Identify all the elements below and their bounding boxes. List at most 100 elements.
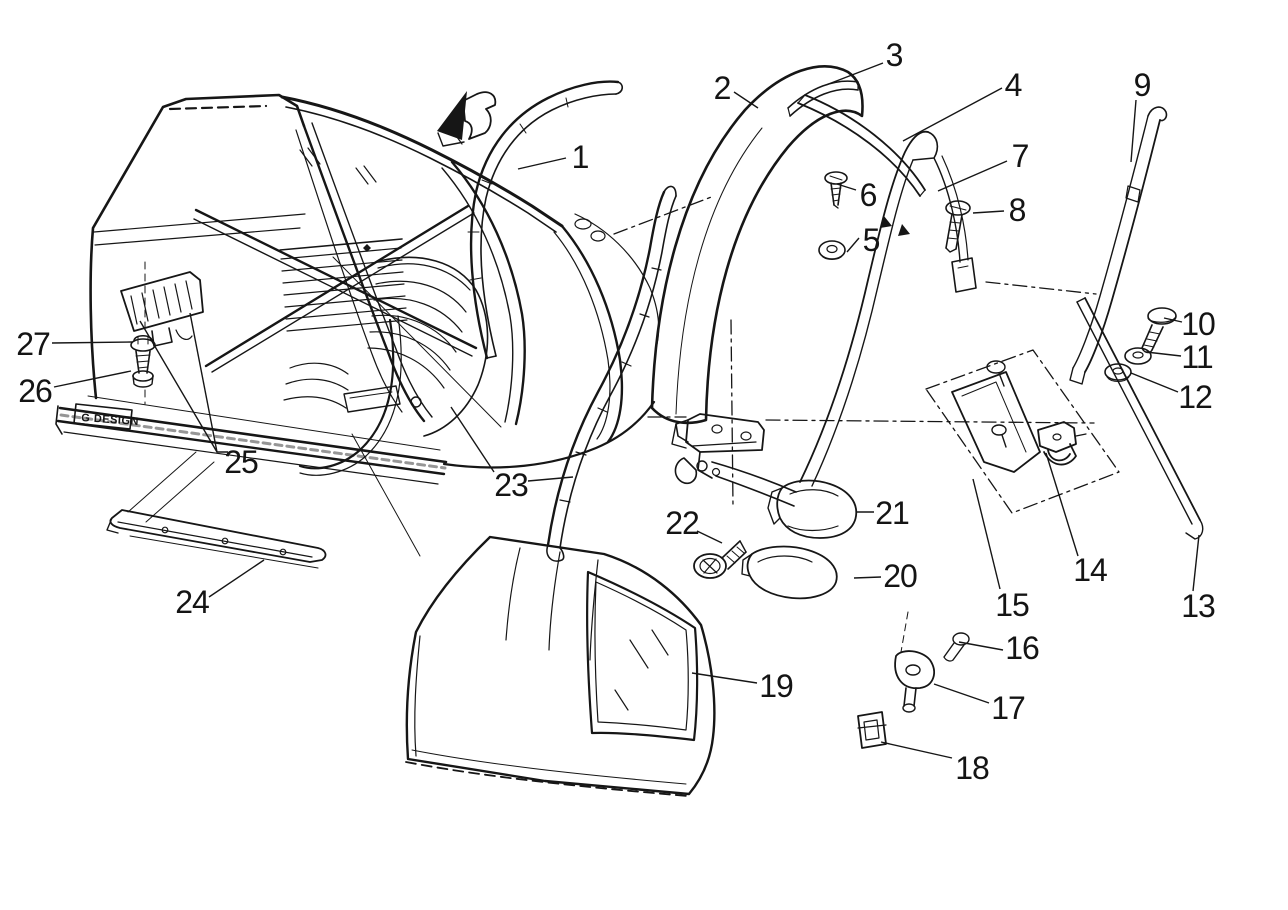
windshield-seal-part1 xyxy=(467,80,624,360)
line-art-segment xyxy=(94,227,301,246)
line-art-segment xyxy=(818,240,846,260)
line-art-segment xyxy=(789,88,859,117)
line-art-segment xyxy=(945,213,963,250)
line-art-segment xyxy=(55,405,63,435)
line-art-segment xyxy=(285,307,407,320)
line-art-segment xyxy=(117,521,313,558)
bolt-part10 xyxy=(1141,307,1177,354)
line-art-segment xyxy=(450,160,526,426)
line-art-segment xyxy=(765,419,1095,424)
line-art-segment xyxy=(414,635,421,757)
line-art-segment xyxy=(437,91,467,140)
screw-part22 xyxy=(693,540,747,579)
leader-line-22 xyxy=(696,530,723,544)
construction-lines xyxy=(127,195,1097,557)
line-art-segment xyxy=(594,581,689,731)
line-art-segment xyxy=(671,423,687,449)
callout-14: 14 xyxy=(1073,552,1107,588)
line-art-segment xyxy=(945,247,957,253)
line-art-segment xyxy=(299,315,402,476)
leader-line-5 xyxy=(846,237,860,253)
line-art-segment xyxy=(951,257,977,293)
grip-part21 xyxy=(767,479,858,539)
striker-part17 xyxy=(894,611,935,713)
grommet-part5 xyxy=(818,240,846,260)
line-art-segment xyxy=(299,149,313,167)
quarter-trim-part13 xyxy=(1076,297,1204,540)
line-art-segment xyxy=(546,190,666,547)
line-art-segment xyxy=(1132,351,1144,359)
line-art-segment xyxy=(548,551,561,651)
line-art-segment xyxy=(560,224,624,444)
washer-part11 xyxy=(1124,347,1152,365)
brand-plate-text: G DESIGN xyxy=(81,412,139,428)
line-art-segment xyxy=(307,147,321,165)
line-art-segment xyxy=(480,93,617,357)
line-art-segment xyxy=(933,157,961,263)
line-art-segment xyxy=(559,267,662,503)
line-art-segment xyxy=(168,104,268,111)
leader-line-10 xyxy=(1163,317,1183,323)
line-art-segment xyxy=(952,632,970,646)
line-art-segment xyxy=(730,319,734,507)
line-art-segment xyxy=(106,517,119,534)
line-art-segment xyxy=(135,354,151,369)
line-art-segment xyxy=(279,548,287,556)
line-art-segment xyxy=(1075,433,1087,437)
striker-plate-part25-target xyxy=(120,261,204,405)
line-art-segment xyxy=(469,80,620,360)
line-art-segment xyxy=(59,413,447,470)
callout-layer: 1234567891011121314151617181920212223242… xyxy=(16,37,1216,786)
leader-line-18 xyxy=(880,741,953,759)
leader-line-11 xyxy=(1145,351,1182,357)
line-art-segment xyxy=(663,185,677,197)
line-art-segment xyxy=(820,254,844,260)
line-art-segment xyxy=(711,424,723,434)
line-art-segment xyxy=(894,650,935,689)
line-art-segment xyxy=(174,283,182,313)
line-art-segment xyxy=(1037,421,1077,453)
callout-5: 5 xyxy=(863,222,880,258)
line-art-segment xyxy=(137,336,149,345)
line-art-segment xyxy=(696,460,708,472)
line-art-segment xyxy=(295,129,403,413)
line-art-segment xyxy=(553,231,611,440)
line-art-segment xyxy=(282,271,404,284)
line-art-segment xyxy=(586,570,699,742)
line-art-segment xyxy=(824,171,848,185)
line-art-segment xyxy=(120,271,204,332)
line-art-segment xyxy=(411,749,687,785)
callout-1: 1 xyxy=(572,139,589,175)
line-art-segment xyxy=(161,526,169,534)
line-art-segment xyxy=(721,540,747,570)
line-art-segment xyxy=(1141,324,1164,351)
line-art-segment xyxy=(130,295,138,325)
line-art-segment xyxy=(486,355,497,359)
trim-strip-part3 xyxy=(787,80,859,117)
line-art-segment xyxy=(371,314,457,353)
line-art-segment xyxy=(711,461,797,493)
screw-part8 xyxy=(945,200,971,253)
line-art-segment xyxy=(375,280,467,313)
line-art-segment xyxy=(986,360,1006,374)
line-art-segment xyxy=(437,132,465,147)
line-art-segment xyxy=(1047,449,1071,462)
line-art-segment xyxy=(141,292,149,322)
line-art-segment xyxy=(857,724,887,729)
line-art-segment xyxy=(702,558,718,574)
bolt-part26-27 xyxy=(130,334,156,388)
callout-21: 21 xyxy=(875,495,909,531)
line-art-segment xyxy=(286,319,408,332)
leader-line-20 xyxy=(853,576,882,579)
callout-24: 24 xyxy=(175,584,209,620)
line-art-segment xyxy=(746,545,838,600)
roll-hoop-part7 xyxy=(799,130,977,487)
callout-16: 16 xyxy=(1005,630,1039,666)
leader-line-27 xyxy=(51,341,133,344)
callout-23: 23 xyxy=(494,467,528,503)
line-art-segment xyxy=(311,122,433,418)
line-art-segment xyxy=(194,208,478,350)
line-art-segment xyxy=(797,94,926,197)
line-art-segment xyxy=(675,127,763,415)
line-art-segment xyxy=(1185,519,1204,540)
